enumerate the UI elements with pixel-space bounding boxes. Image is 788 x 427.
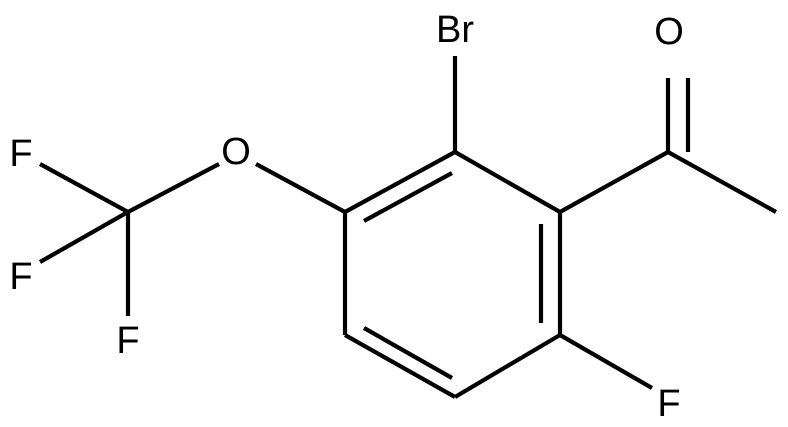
bond-c6-o [255,162,346,214]
ring-bond-c4-c5 [343,333,457,399]
atom-label-o-carbonyl: O [654,11,684,53]
bond-c3-f [558,333,654,390]
bond-carbonyl-methyl [666,150,778,214]
ring-bond-c6-c1 [343,150,457,214]
atom-label-f-cf3-bottom: F [116,320,139,362]
atom-label-f-ring: F [657,383,680,425]
ring-bond-c1-c2 [453,150,562,214]
ring-inner-bond-c4-c5 [362,326,454,380]
atom-label-f-cf3-top: F [9,133,32,175]
atom-label-o-ether: O [221,131,251,173]
atom-label-br: Br [436,9,474,51]
bond-c2-carbonyl-carbon [558,150,670,214]
atom-label-f-cf3-left: F [9,256,32,298]
ring-inner-bond-c1-c6 [362,171,454,223]
bond-o-cf3 [127,162,220,214]
ring-bond-c3-c4 [453,333,562,399]
bond-cf3-f-left [38,210,130,264]
bond-cf3-f-top [38,162,130,214]
